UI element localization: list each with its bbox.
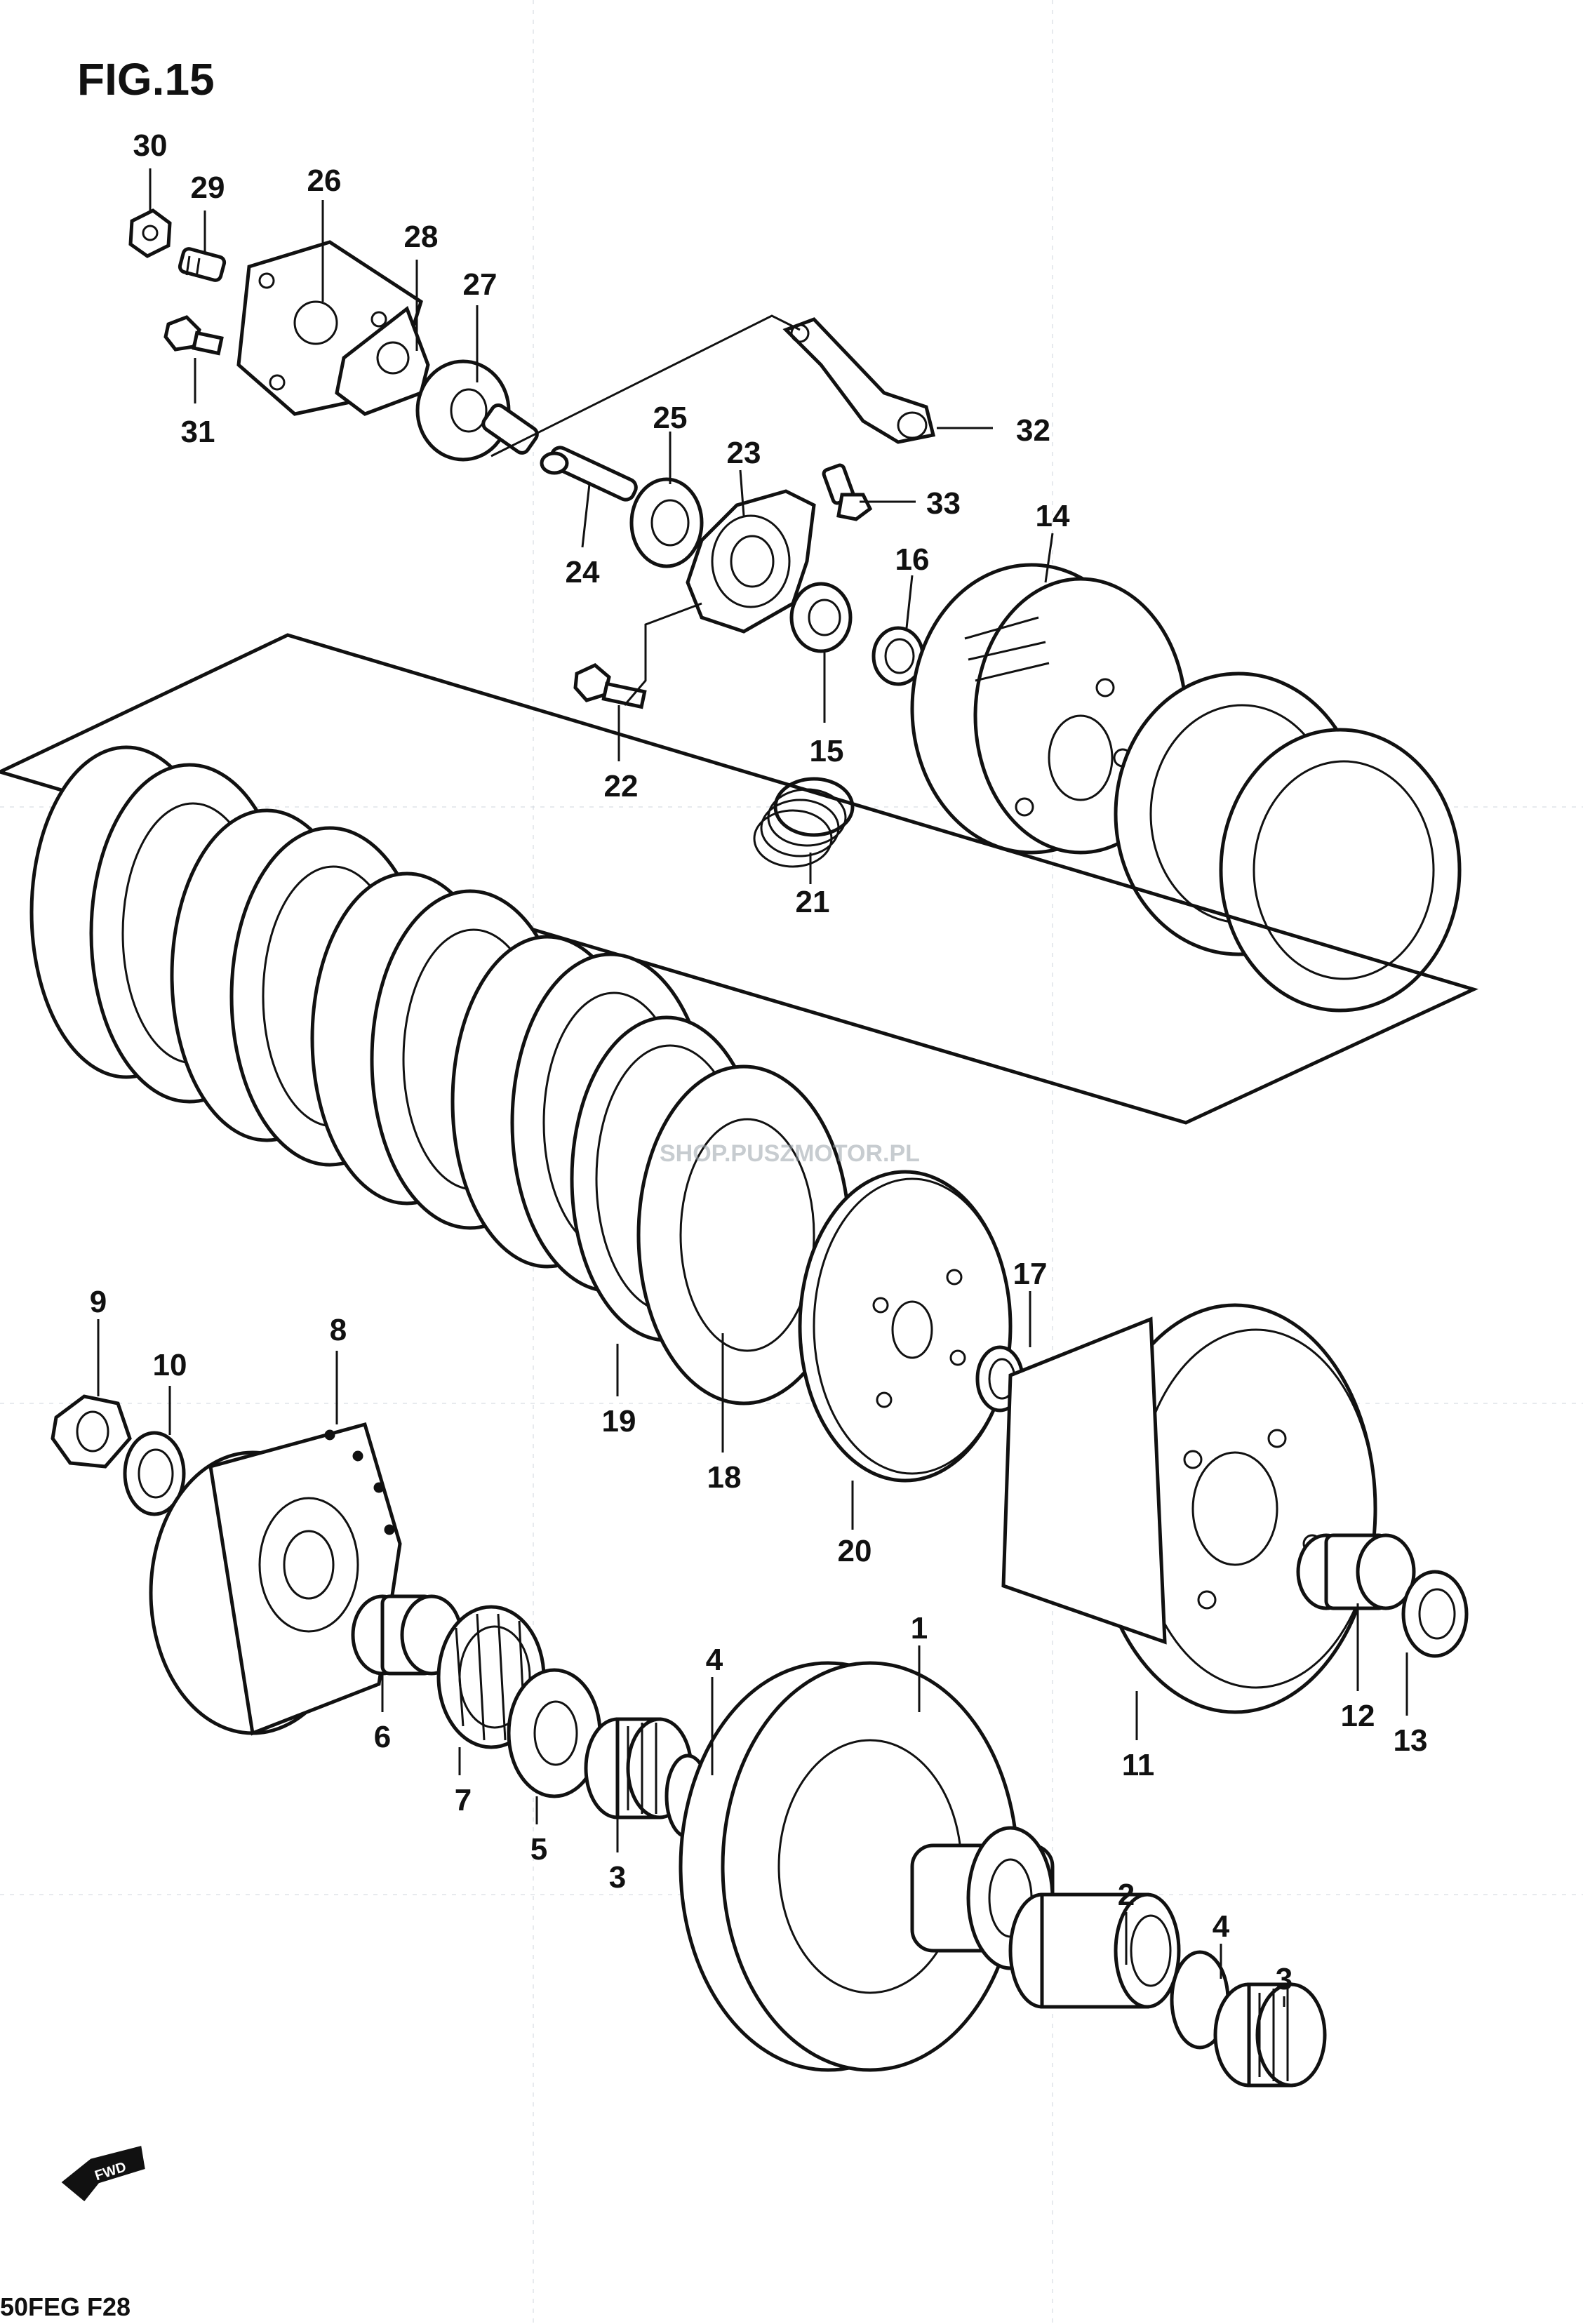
callout-32: 32 xyxy=(1016,413,1050,448)
leader-lines xyxy=(97,168,1408,2007)
part-3-needle-bearing-lower xyxy=(1213,1982,1327,2088)
plate-set-bracket xyxy=(0,633,1479,1125)
part-23-pressure-plate xyxy=(686,489,816,634)
part-27-release-cam xyxy=(415,359,539,462)
callout-4-lower: 4 xyxy=(1213,1909,1230,1944)
part-11-clutch-drum xyxy=(1001,1303,1377,1714)
part-13-washer xyxy=(1401,1570,1469,1658)
callout-15: 15 xyxy=(810,734,844,768)
callout-26: 26 xyxy=(307,163,342,198)
part-30-nut xyxy=(128,208,172,258)
part-33-bolt xyxy=(822,463,873,521)
callout-31: 31 xyxy=(181,415,215,449)
callout-13: 13 xyxy=(1394,1723,1428,1758)
part-1-clutch-shell xyxy=(679,1661,1055,2072)
callout-numbers: 30 29 26 28 27 31 32 25 23 33 14 16 24 1… xyxy=(90,128,1428,1996)
callout-30: 30 xyxy=(133,128,168,163)
callout-3-lower: 3 xyxy=(1276,1962,1293,1996)
callout-20: 20 xyxy=(838,1534,872,1568)
part-9-nut xyxy=(51,1394,132,1469)
friction-plate-right-2 xyxy=(1219,728,1462,1013)
part-12-sleeve xyxy=(1296,1533,1416,1610)
leader-21-23 xyxy=(623,602,702,706)
callout-25: 25 xyxy=(653,401,688,435)
footer-code: 50FEG F28 xyxy=(0,2292,131,2321)
callout-21: 21 xyxy=(796,885,830,919)
callout-27: 27 xyxy=(463,267,497,302)
callout-8: 8 xyxy=(330,1313,347,1347)
callout-28: 28 xyxy=(404,220,439,254)
callout-29: 29 xyxy=(191,171,225,205)
callout-6: 6 xyxy=(374,1720,391,1754)
callout-12: 12 xyxy=(1341,1699,1375,1733)
callout-22: 22 xyxy=(604,769,639,803)
callout-3-upper: 3 xyxy=(609,1860,626,1895)
forward-arrow-icon: FWD xyxy=(61,2146,145,2202)
part-22-bolt xyxy=(573,663,647,709)
callout-9: 9 xyxy=(90,1285,107,1319)
part-31-bolt xyxy=(163,315,224,356)
callout-11: 11 xyxy=(1122,1748,1155,1782)
callout-17: 17 xyxy=(1013,1257,1048,1291)
part-21-spring xyxy=(753,777,855,868)
watermark: SHOP.PUSZMOTOR.PL xyxy=(660,1140,920,1167)
part-32-release-arm xyxy=(782,317,936,444)
callout-2: 2 xyxy=(1118,1878,1135,1912)
part-29-stud xyxy=(178,247,227,282)
callout-33: 33 xyxy=(926,486,961,521)
callout-23: 23 xyxy=(727,436,761,470)
callout-5: 5 xyxy=(530,1832,547,1866)
part-15-collar xyxy=(789,582,853,653)
callout-16: 16 xyxy=(895,542,930,577)
callout-14: 14 xyxy=(1036,499,1070,533)
part-8-centrifugal-clutch xyxy=(149,1422,402,1736)
part-3-needle-bearing-upper xyxy=(584,1717,693,1819)
part-24-pushrod xyxy=(540,446,638,502)
callout-19: 19 xyxy=(602,1404,636,1438)
callout-18: 18 xyxy=(707,1460,742,1495)
callout-24: 24 xyxy=(566,555,600,589)
callout-7: 7 xyxy=(455,1783,472,1817)
callout-4-upper: 4 xyxy=(706,1643,723,1677)
part-25-bearing xyxy=(629,477,704,568)
part-2-sleeve xyxy=(1008,1892,1181,2009)
figure-title: FIG.15 xyxy=(77,54,215,105)
part-16-washer xyxy=(871,626,925,686)
part-20-drive-plate xyxy=(798,1170,1013,1483)
callout-10: 10 xyxy=(153,1348,187,1382)
callout-1: 1 xyxy=(911,1611,928,1645)
part-10-washer xyxy=(123,1431,186,1516)
leader-bracket-top xyxy=(490,314,801,458)
